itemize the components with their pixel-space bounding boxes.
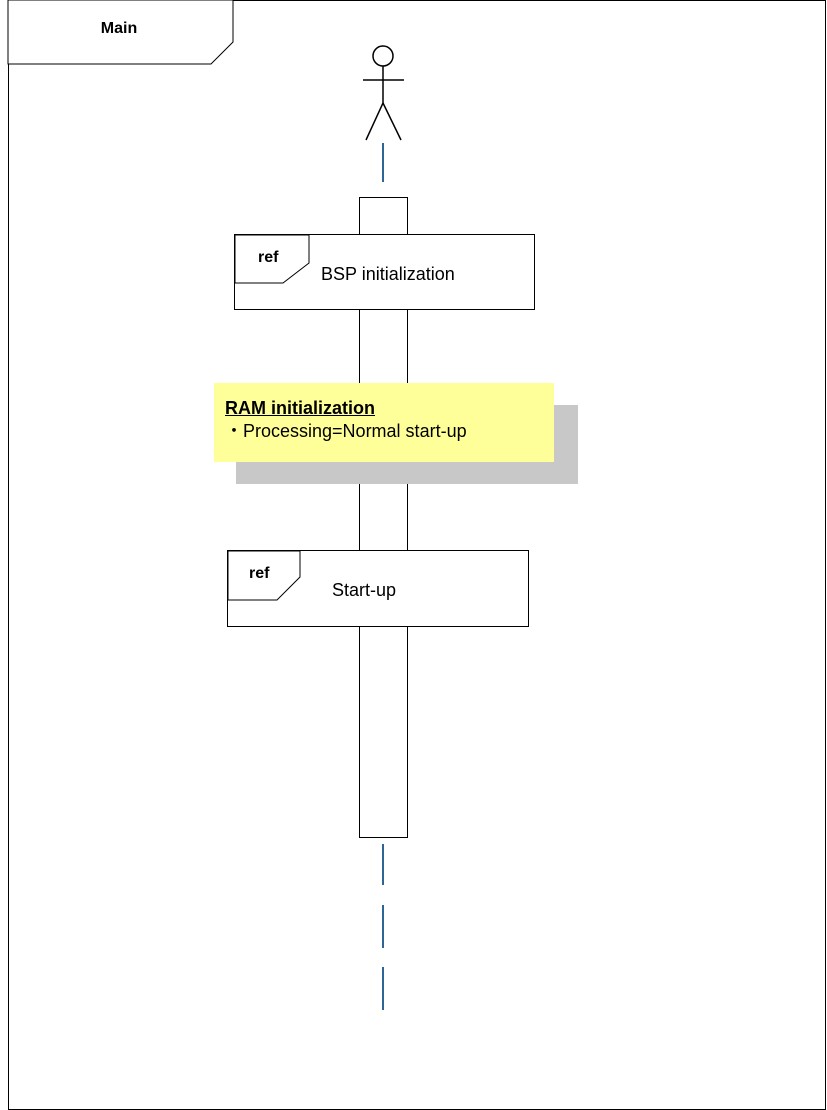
ref-tag-label: ref	[249, 565, 270, 582]
frame-label-tab	[7, 0, 234, 65]
note-title: RAM initialization	[225, 398, 375, 418]
frame-label: Main	[100, 20, 138, 37]
stick-figure-icon	[363, 45, 404, 141]
ref-fragment-bsp-initialization[interactable]: ref BSP initialization	[234, 234, 535, 310]
note-line: ・Processing=Normal start-up	[225, 421, 467, 441]
note-ram-initialization: RAM initialization ・Processing=Normal st…	[214, 383, 554, 462]
ref-fragment-start-up[interactable]: ref Start-up	[227, 550, 529, 627]
ref-fragment-title: BSP initialization	[321, 264, 455, 284]
ref-fragment-title: Start-up	[332, 580, 397, 600]
ref-tab-shape	[235, 235, 310, 284]
ref-tag-label: ref	[258, 249, 279, 266]
ref-tab-shape	[228, 551, 301, 601]
